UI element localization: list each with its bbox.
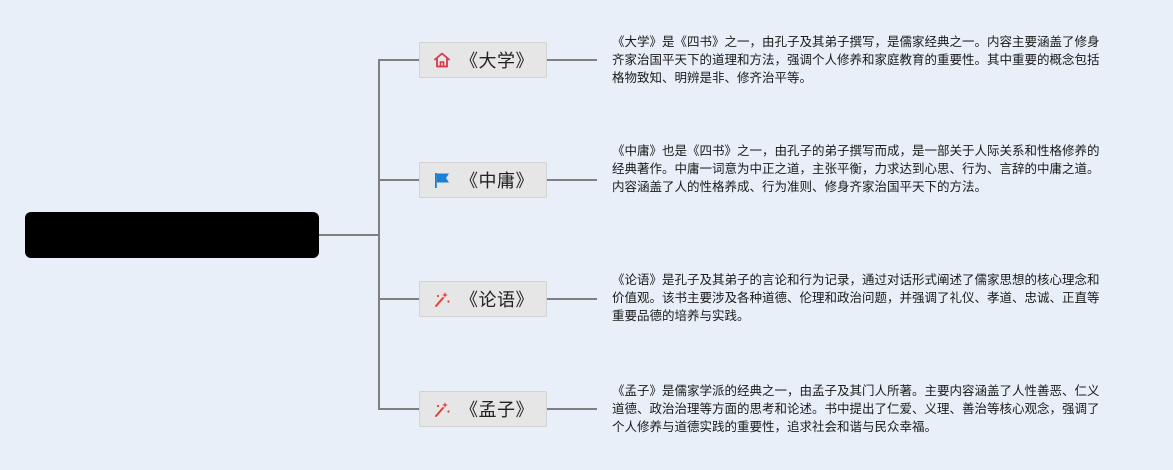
branch-title-daxue: 《大学》 bbox=[460, 51, 534, 72]
branch-description-zhongyong: 《中庸》也是《四书》之一，由孔子的弟子撰写而成，是一部关于人际关系和性格修养的经… bbox=[612, 143, 1100, 194]
branch-description-lunyu: 《论语》是孔子及其弟子的言论和行为记录，通过对话形式阐述了儒家思想的核心理念和价… bbox=[612, 272, 1100, 323]
flag-icon bbox=[432, 170, 452, 190]
branch-node-zhongyong[interactable]: 《中庸》 bbox=[419, 162, 547, 198]
branch-title-mengzi: 《孟子》 bbox=[460, 400, 534, 421]
branch-title-zhongyong: 《中庸》 bbox=[460, 171, 534, 192]
branch-description-mengzi: 《孟子》是儒家学派的经典之一，由孟子及其门人所著。主要内容涵盖了人性善恶、仁义道… bbox=[612, 383, 1100, 434]
root-node[interactable] bbox=[25, 212, 319, 258]
home-icon bbox=[432, 50, 452, 70]
branch-node-daxue[interactable]: 《大学》 bbox=[419, 42, 547, 78]
branch-node-mengzi[interactable]: 《孟子》 bbox=[419, 391, 547, 427]
sparkle-wand-icon bbox=[432, 289, 452, 309]
sparkle-wand-icon bbox=[432, 399, 452, 419]
branch-title-lunyu: 《论语》 bbox=[460, 290, 534, 311]
branch-description-daxue: 《大学》是《四书》之一，由孔子及其弟子撰写，是儒家经典之一。内容主要涵盖了修身齐… bbox=[612, 34, 1100, 85]
branch-node-lunyu[interactable]: 《论语》 bbox=[419, 281, 547, 317]
